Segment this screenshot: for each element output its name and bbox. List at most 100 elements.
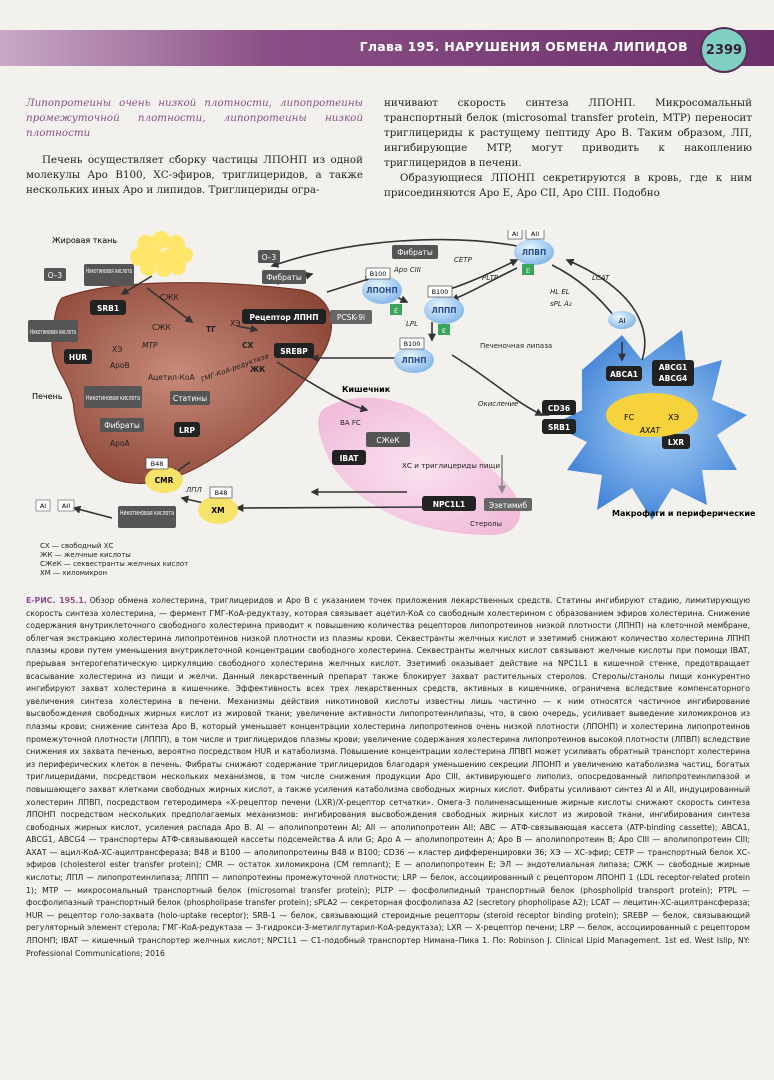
fibrates-liver-box — [100, 418, 144, 432]
cmr-particle — [145, 467, 183, 493]
niacin-left: Никотиновая кислота — [30, 328, 76, 336]
ai-left: AI — [40, 502, 46, 510]
szhek-box — [366, 432, 410, 447]
sterols-label: Стеролы — [470, 520, 502, 528]
adipose-tissue — [130, 231, 193, 277]
cmr-label: CMR — [155, 476, 174, 485]
liver-label: Печень — [32, 392, 63, 401]
vldl-particle — [362, 276, 402, 304]
fibrates-top-box — [392, 245, 438, 259]
legend-item: СЖеК — секвестранты желчных кислот — [40, 560, 188, 568]
legend-item: ХМ — хиломикрон — [40, 569, 107, 577]
idl-label: ЛППП — [431, 306, 456, 315]
apoa-label: АроА — [110, 439, 130, 448]
npc1l1-box — [422, 496, 476, 511]
ezetimibe-box — [484, 498, 532, 511]
left-paragraph: Печень осуществляет сборку частицы ЛПОНП… — [26, 154, 363, 196]
niacin-top-box — [84, 264, 134, 286]
hur: HUR — [69, 353, 87, 362]
b48-cmr: B48 — [151, 460, 164, 468]
lxr: LXR — [668, 438, 685, 447]
right-column: ничивают скорость синтеза ЛПОНП. Микросо… — [384, 96, 752, 201]
legend-item: СХ — свободный ХС — [40, 542, 114, 550]
fibrates-liver: Фибраты — [104, 421, 140, 430]
tg-label: ТГ — [206, 325, 216, 334]
caption-text: Обзор обмена холестерина, триглицеридов … — [26, 596, 751, 958]
cd36: CD36 — [548, 404, 570, 413]
apo-e-idl: E — [442, 327, 446, 335]
srb1: SRB1 — [97, 304, 119, 313]
hl-el-label: HL EL — [550, 288, 570, 296]
aii-top: AII — [531, 230, 539, 238]
apo-e-hdl: E — [526, 267, 530, 275]
vldl-label: ЛПОНП — [366, 286, 397, 295]
fc-xe-cell — [606, 393, 698, 437]
srb1-right-box — [542, 419, 576, 434]
lrp: LRP — [179, 426, 196, 435]
ai-right: AI — [619, 317, 626, 325]
lrp-box — [174, 422, 200, 437]
niacin-bottom-box — [118, 506, 176, 528]
abcg1: ABCG1 — [659, 363, 687, 372]
lpl-label: LPL — [406, 320, 418, 328]
lipid-metabolism-diagram: Жировая ткань Печень Кишечник Макрофаги … — [28, 230, 757, 577]
omega3-mid-box — [258, 250, 280, 263]
page-number: 2399 — [700, 27, 748, 73]
ibat: IBAT — [340, 454, 360, 463]
figure-caption: Е-РИС. 195.1.Обзор обмена холестерина, т… — [26, 595, 750, 960]
omega3-left: О–3 — [48, 271, 63, 280]
ba-fc-label: BA FC — [340, 419, 361, 427]
hur-box — [64, 349, 92, 364]
chapter-title: Глава 195. НАРУШЕНИЯ ОБМЕНА ЛИПИДОВ — [359, 39, 688, 54]
ldl-receptor: Рецептор ЛПНП — [250, 313, 319, 322]
abcg-box — [652, 360, 694, 386]
apo-ai-particle — [608, 311, 636, 329]
ffa-top: СЖК — [160, 293, 179, 302]
ibat-box — [332, 450, 366, 465]
apociii-label: Apo CIII — [393, 266, 421, 274]
liver-shape — [51, 282, 332, 485]
srb1-right: SRB1 — [548, 423, 570, 432]
caption-label: Е-РИС. 195.1. — [26, 596, 87, 605]
omega3-left-box — [44, 268, 66, 281]
ldl-label: ЛПНП — [401, 356, 426, 365]
free-chol-label: СХ — [242, 341, 254, 350]
srebp-box — [274, 343, 314, 358]
ldl-receptor-box — [242, 309, 326, 324]
pltp-label: PLTP — [482, 274, 499, 282]
oxidation-label: Окисление — [478, 400, 518, 408]
hdl-particle — [514, 239, 554, 265]
srb1-box — [90, 300, 126, 315]
adipose-label: Жировая ткань — [52, 236, 117, 245]
niacin-liver-box — [84, 386, 142, 408]
cetp-label: CETP — [454, 256, 473, 264]
intestine-label: Кишечник — [342, 385, 391, 394]
apo-e-vldl: E — [394, 307, 398, 315]
hepatic-lipase-label: Печеночная липаза — [480, 342, 552, 350]
left-column: Липопротеины очень низкой плотности, лип… — [26, 96, 363, 198]
ezetimibe: Эзетимиб — [489, 501, 528, 510]
mtp-label: MTP — [142, 341, 158, 350]
omega3-mid: О–3 — [262, 253, 277, 262]
b100-idl: B100 — [432, 288, 449, 296]
abca1: ABCA1 — [610, 370, 638, 379]
fibrates-mid: Фибраты — [266, 273, 302, 282]
chapter-header: Глава 195. НАРУШЕНИЯ ОБМЕНА ЛИПИДОВ — [0, 30, 774, 66]
niacin-top: Никотиновая кислота — [86, 267, 132, 275]
abca1-box — [606, 366, 642, 381]
b100-ldl: B100 — [404, 340, 421, 348]
idl-particle — [424, 296, 464, 324]
legend-item: ЖК — желчные кислоты — [40, 551, 131, 559]
niacin-bottom: Никотиновая кислота — [120, 509, 174, 517]
pcsk9-box — [330, 310, 372, 324]
fibrates-mid-box — [262, 270, 306, 284]
xe-left: ХЭ — [112, 345, 122, 354]
b48-xm: B48 — [215, 489, 228, 497]
figure-legend: СХ — свободный ХС ЖК — желчные кислоты С… — [40, 542, 188, 577]
cd36-box — [542, 400, 576, 415]
pcsk9: PCSK-9i — [337, 313, 365, 322]
lpl-lower: ЛПЛ — [185, 486, 203, 494]
niacin-liver: Никотиновая кислота — [86, 394, 140, 402]
fibrates-top: Фибраты — [397, 248, 433, 257]
macrophage-label: Макрофаги и периферические клетки — [612, 509, 757, 518]
